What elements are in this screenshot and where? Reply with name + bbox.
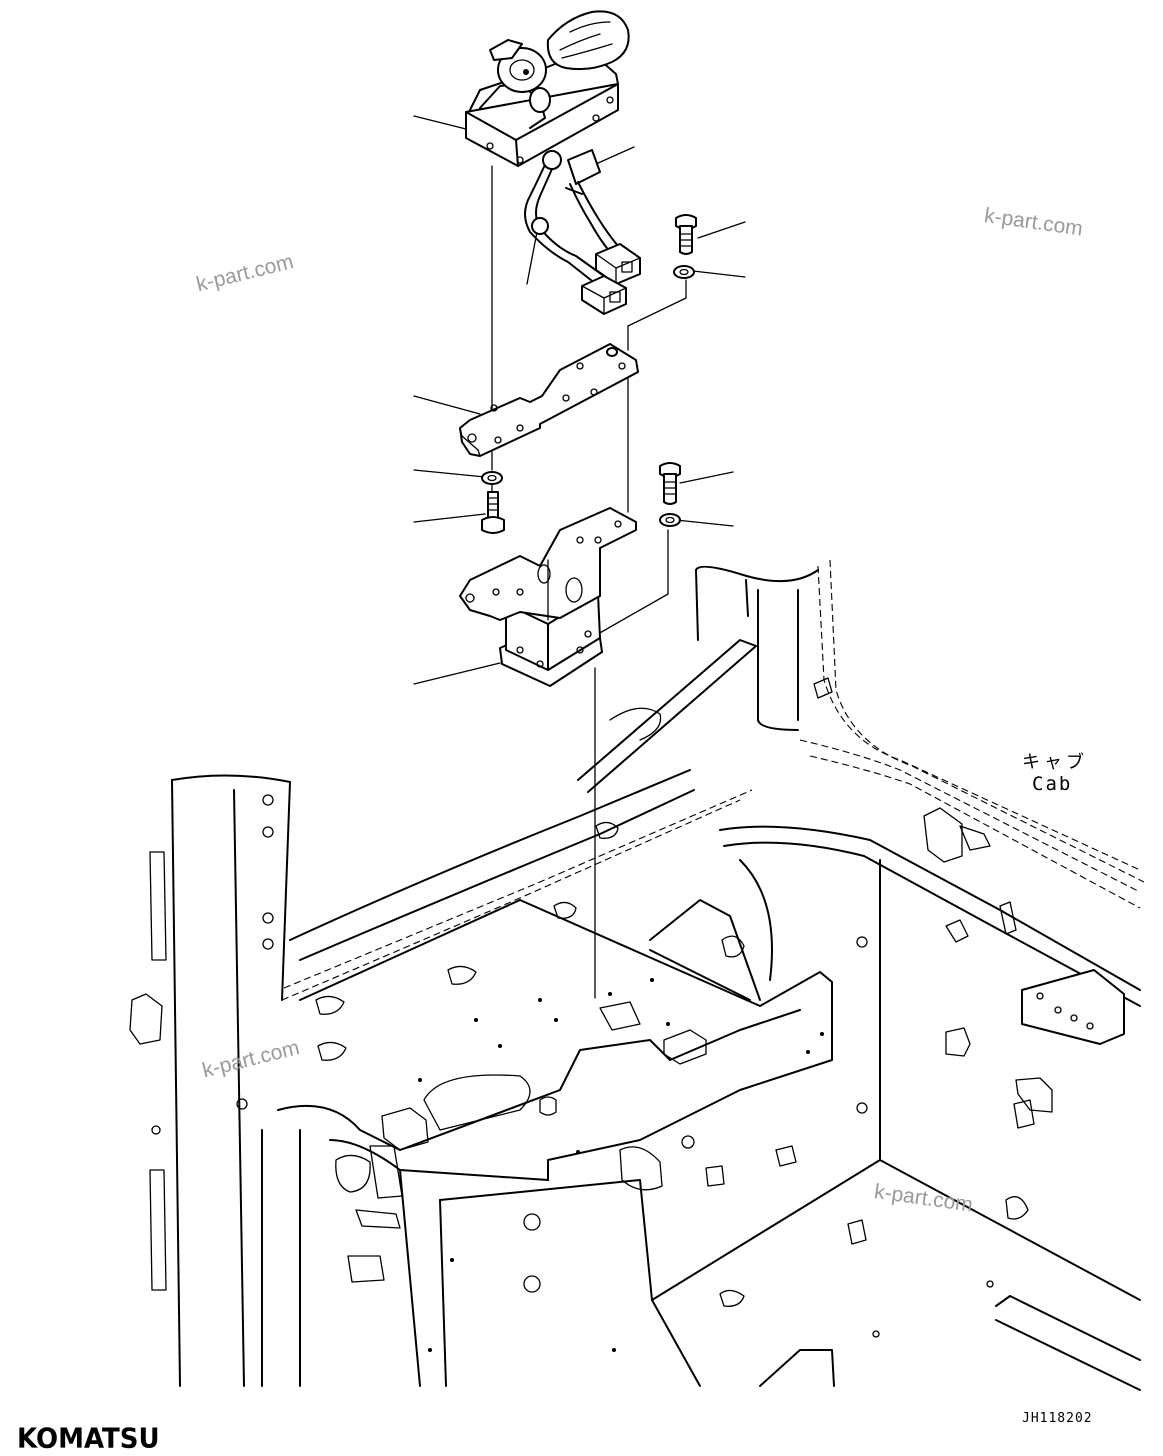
mounting-plate — [459, 343, 639, 457]
assembly-axis-lines — [491, 165, 687, 999]
bolt-upper-right — [675, 214, 697, 255]
wire-harness — [524, 149, 641, 315]
control-unit — [465, 10, 630, 167]
cab-label-japanese: キャブ — [1022, 752, 1088, 773]
bolt-left — [481, 491, 505, 534]
brand-logo: KOMATSU — [17, 1423, 160, 1455]
callout-leaders — [413, 115, 746, 685]
washer-left — [481, 471, 503, 485]
cab-label-english: Cab — [1032, 773, 1073, 795]
bracket-stand — [459, 507, 637, 687]
washer-upper-right — [673, 265, 695, 279]
cab-floor-frame — [129, 559, 1145, 1391]
washer-middle-right — [659, 513, 681, 527]
bolt-middle-right — [659, 462, 681, 505]
drawing-code: JH118202 — [1022, 1411, 1093, 1426]
